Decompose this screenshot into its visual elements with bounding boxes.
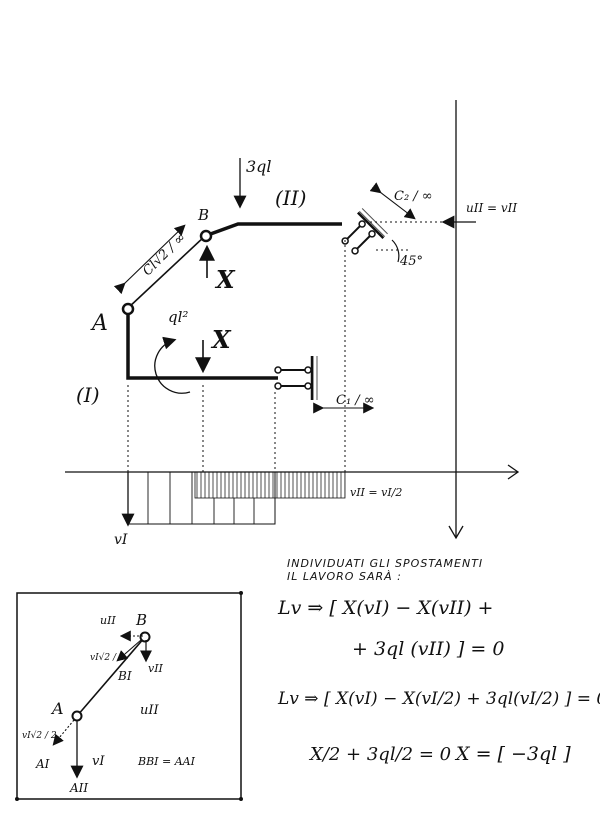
inset-frac-top: vI√2 / 2 [90, 652, 125, 663]
inset-vii: vII [148, 662, 164, 675]
label-part-1: (I) [76, 383, 100, 407]
inset-a: A [50, 699, 64, 718]
beam-part-2 [204, 222, 342, 238]
right-support [341, 207, 389, 255]
equation-3-right: X = [ −3ql ] [454, 743, 571, 765]
ab-length-label: Cl√2 / ∞ [140, 230, 189, 279]
label-b: B [197, 206, 209, 224]
inset-diagram: B uII vII vI√2 / 2 BI uII A vI√2 / 2 AI … [15, 591, 243, 801]
v1-label: vI [114, 532, 128, 548]
bottom-support [274, 356, 319, 400]
equation-2: Lv ⇒ [ X(vI) − X(vI/2) + 3ql(vI/2) ] = 0 [277, 689, 600, 709]
projection-lines [127, 240, 346, 472]
inset-vi: vI [92, 754, 105, 769]
moment-ql2: ql² [168, 308, 188, 326]
inset-uii-top: uII [100, 614, 116, 627]
force-x-up: X [214, 265, 236, 294]
force-x-down: X [210, 325, 232, 354]
text-line-1: INDIVIDUATI GLI SPOSTAMENTI [287, 557, 483, 570]
inset-b: B [135, 611, 147, 629]
load-3ql: 3ql [246, 157, 272, 176]
equation-3-left: X/2 + 3ql/2 = 0 [308, 744, 451, 765]
inset-ai: AI [35, 757, 50, 771]
inset-uii-mid: uII [140, 703, 160, 718]
text-line-2: IL LAVORO SARÀ : [287, 570, 402, 583]
equation-1a: Lv ⇒ [ X(vI) − X(vII) + [277, 597, 493, 619]
right-label: uII = vII [466, 201, 517, 215]
hinge-b [199, 229, 213, 243]
equation-1b: + 3ql (vII) ] = 0 [352, 638, 504, 660]
hinge-a [121, 302, 135, 316]
label-a: A [90, 311, 108, 336]
angle-label: 45° [399, 254, 423, 269]
label-part-2: (II) [275, 186, 306, 210]
inset-frac-left: vI√2 / 2 [22, 730, 57, 741]
beam-part-1 [126, 312, 278, 380]
c2-label: C₂ / ∞ [394, 189, 433, 204]
v2-label: vII = vI/2 [350, 486, 402, 499]
displacement-diagram: vI vII = vI/2 [114, 471, 402, 548]
inset-aii: AII [69, 781, 88, 795]
inset-bi: BI [117, 669, 132, 683]
main-diagram: A B 45° C₂ / ∞ [65, 100, 520, 548]
inset-vector-eq: BBI = AAI [137, 755, 196, 768]
c1-label: C₁ / ∞ [336, 393, 375, 408]
